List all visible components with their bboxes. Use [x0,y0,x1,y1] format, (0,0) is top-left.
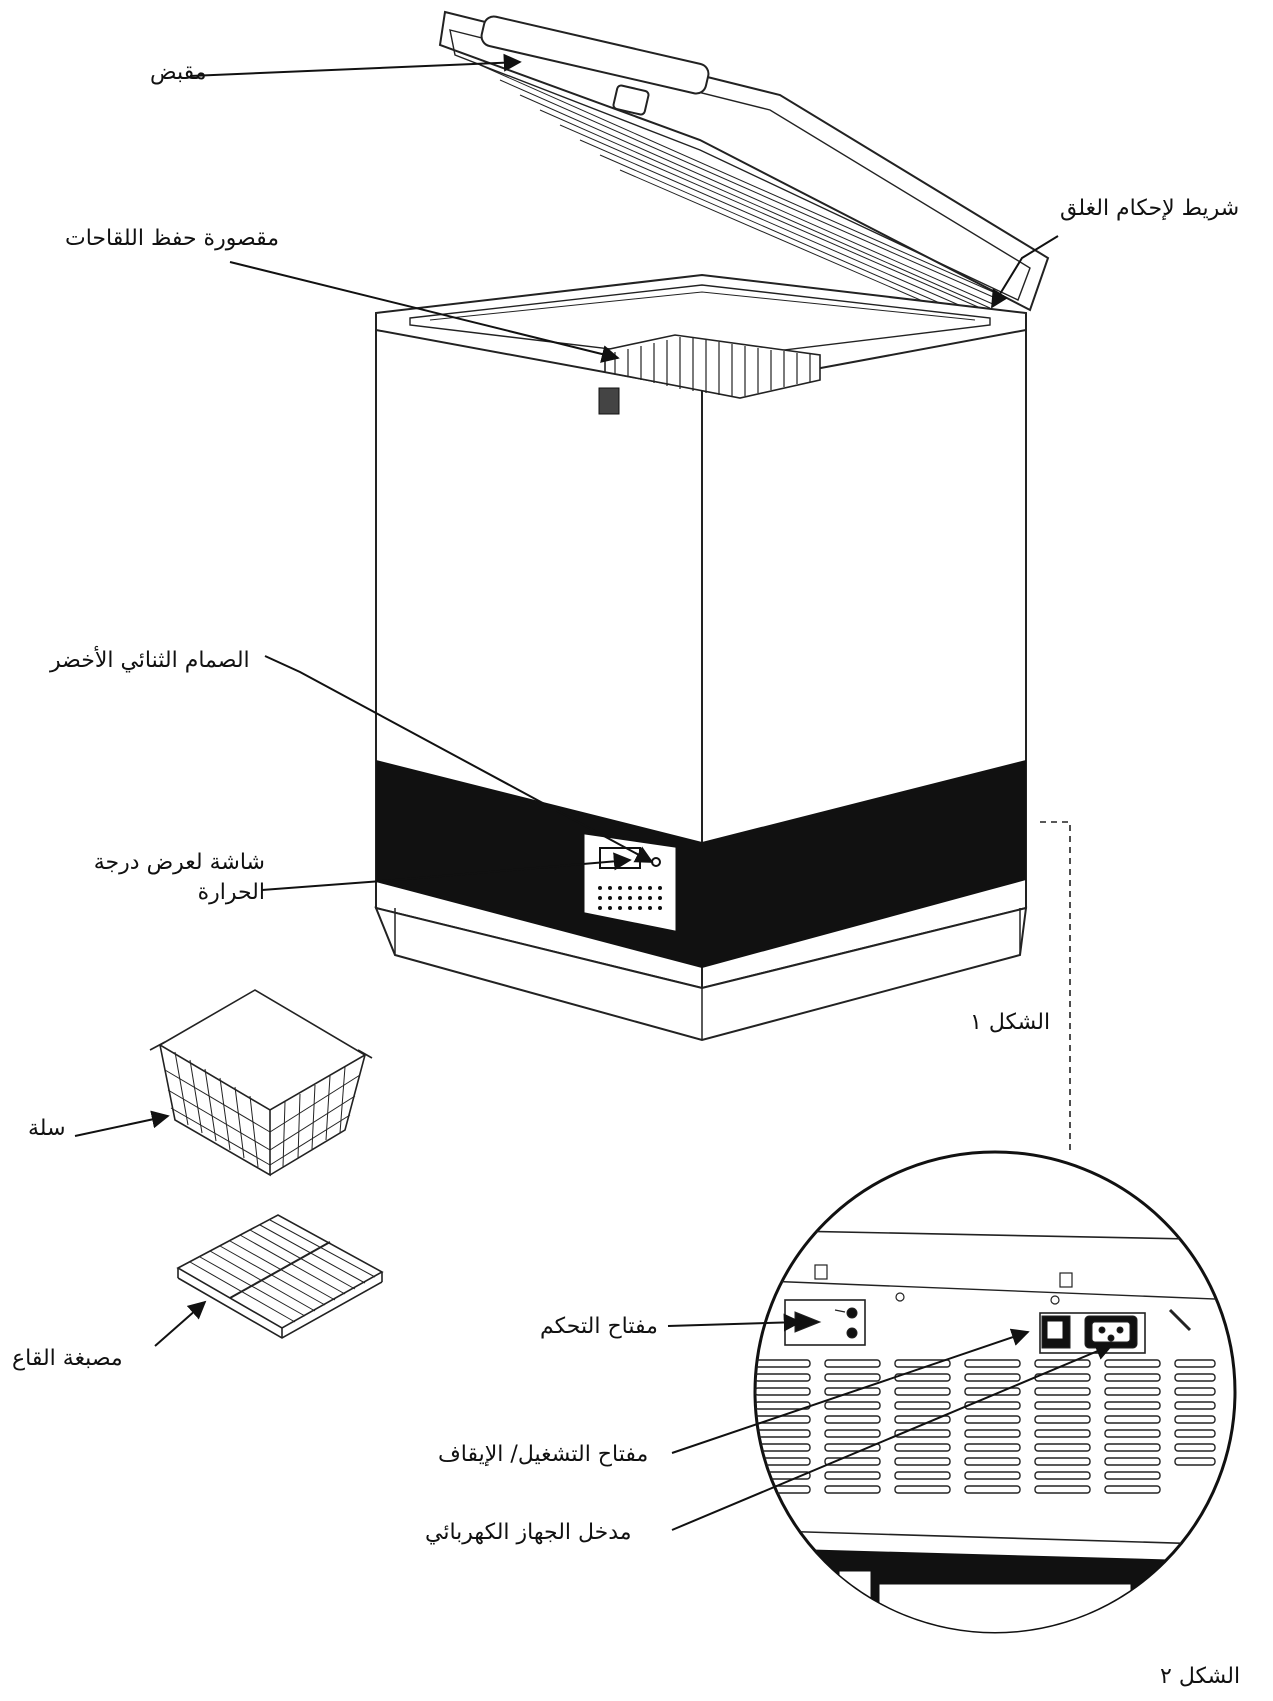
label-figure-2: الشكل ٢ [1160,1664,1241,1689]
control-switch-arrow [667,1313,802,1332]
green-valve-arrow [264,655,654,863]
label-vaccine-compartment: مقصورة حفظ اللقاحات [65,226,280,251]
callout-arrows [74,53,1114,1531]
basket-illustration [149,989,373,1177]
label-power-switch: مفتاح التشغيل/ الإيقاف [438,1442,649,1467]
label-gasket: شريط لإحكام الغلق [1060,196,1240,221]
label-bottom-divider: مصبغة القاع [12,1346,123,1371]
label-power-inlet: مدخل الجهاز الكهربائي [425,1520,632,1545]
label-handle: مقبض [150,60,207,85]
green-led [651,857,661,867]
dashed-connector [1040,821,1071,1155]
basket-arrow [74,1110,170,1137]
label-green-valve: الصمام الثنائي الأخضر [50,648,250,673]
lock-latch [598,387,620,415]
display-arrow [261,852,632,891]
ventilation-slots [755,1359,1216,1494]
label-basket: سلة [28,1116,66,1141]
bottom-divider-illustration [176,1214,384,1339]
power-inlet-arrow [671,1342,1114,1531]
vaccine-compartment-arrow [229,261,620,363]
label-control-switch: مفتاح التحكم [540,1314,658,1339]
divider-arrow [154,1300,207,1347]
power-switch-and-inlet [1039,1312,1146,1354]
vaccine-compartment [604,334,821,399]
gasket-arrow [991,235,1059,309]
power-switch-arrow [671,1328,1030,1454]
label-temperature-display: شاشة لعرض درجة الحرارة [55,848,265,907]
freezer-lid [438,10,1050,316]
handle-arrow [189,53,522,77]
label-figure-1: الشكل ١ [970,1010,1051,1035]
label-temperature-display-line2: الحرارة [197,879,265,905]
label-temperature-display-line1: شاشة لعرض درجة [93,850,265,875]
lid-handle [480,15,710,116]
